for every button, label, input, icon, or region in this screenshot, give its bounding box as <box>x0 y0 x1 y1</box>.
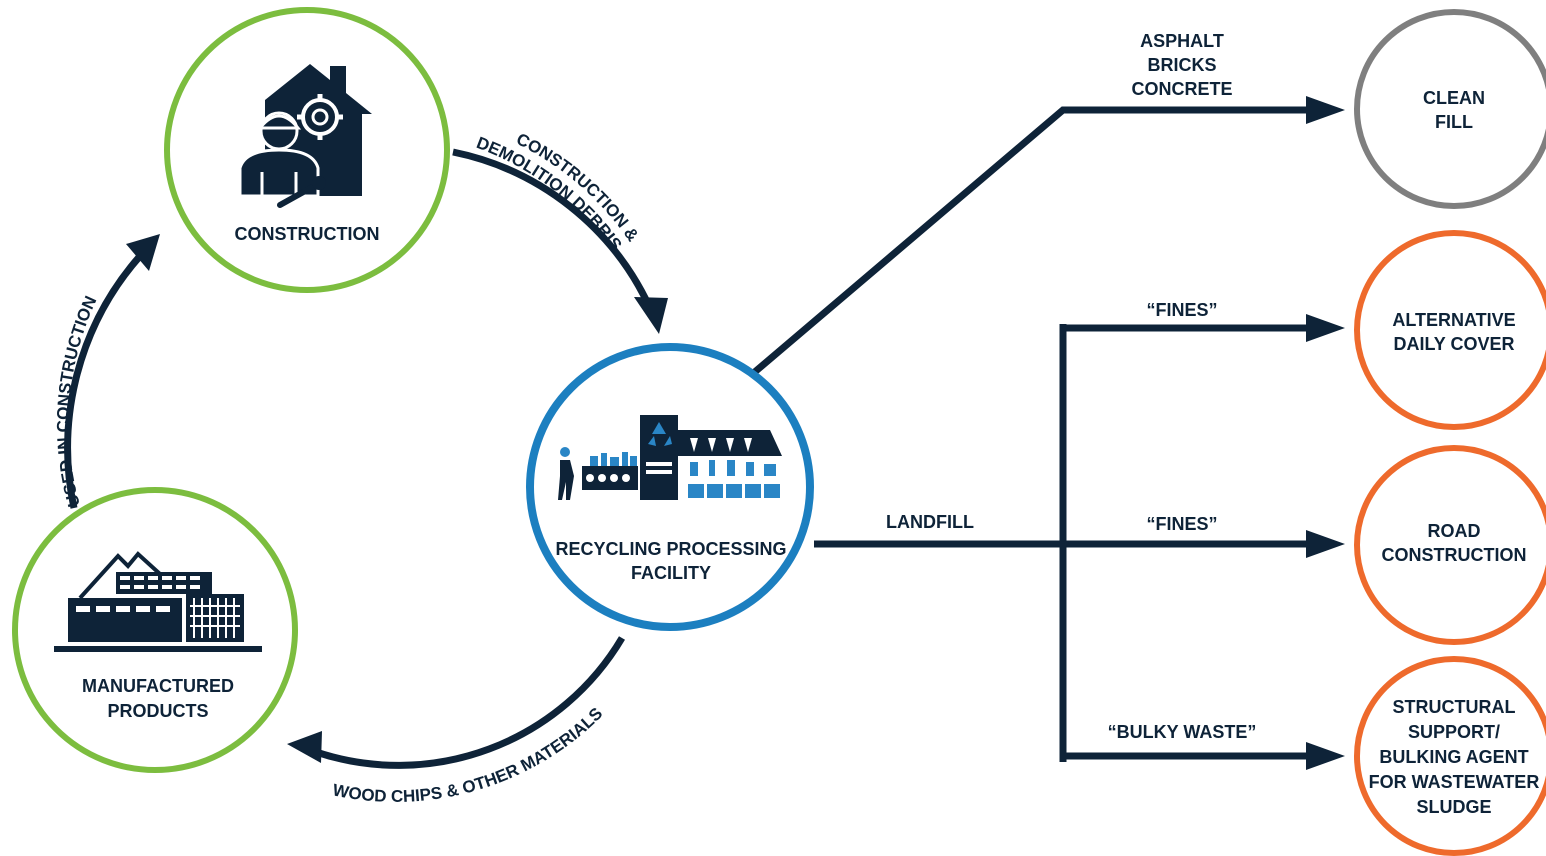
adc-label-line2: DAILY COVER <box>1393 334 1514 354</box>
label-bulky-waste: “BULKY WASTE” <box>1108 722 1257 742</box>
node-clean-fill: CLEAN FILL <box>1354 9 1546 209</box>
road-ring <box>1354 445 1546 645</box>
label-asphalt: ASPHALT <box>1140 31 1224 51</box>
clean-fill-ring <box>1354 9 1546 209</box>
arrowhead-adc <box>1306 314 1345 342</box>
label-bricks: BRICKS <box>1147 55 1216 75</box>
road-label-line2: CONSTRUCTION <box>1382 545 1527 565</box>
structural-label-line3: BULKING AGENT <box>1379 747 1528 767</box>
structural-label-line2: SUPPORT/ <box>1408 722 1500 742</box>
recycling-label-line1: RECYCLING PROCESSING <box>555 539 786 559</box>
structural-label-line4: FOR WASTEWATER <box>1369 772 1540 792</box>
arrowhead-wood <box>287 731 322 763</box>
arrow-to-clean-fill <box>747 106 1315 379</box>
manufactured-label-line2: PRODUCTS <box>107 701 208 721</box>
arrow-construction-to-recycling <box>452 148 654 310</box>
structural-ring <box>1354 656 1546 856</box>
label-fines-2: “FINES” <box>1146 514 1217 534</box>
node-road: ROAD CONSTRUCTION <box>1354 445 1546 645</box>
arrowhead-road <box>1306 530 1345 558</box>
node-construction: CONSTRUCTION <box>164 7 450 293</box>
node-structural: STRUCTURAL SUPPORT/ BULKING AGENT FOR WA… <box>1354 656 1546 856</box>
recycling-line-icon <box>558 415 782 500</box>
arrow-manufactured-to-construction <box>64 253 143 509</box>
adc-label-line1: ALTERNATIVE <box>1392 310 1515 330</box>
arrowhead-clean-fill <box>1306 96 1345 124</box>
construction-label: CONSTRUCTION <box>235 224 380 244</box>
arrow-recycling-to-manufactured <box>314 636 626 769</box>
arrowhead-cd <box>634 297 668 334</box>
clean-fill-label-line1: CLEAN <box>1423 88 1485 108</box>
label-cd-debris-line1: CONSTRUCTION & <box>513 129 642 245</box>
road-label-line1: ROAD <box>1428 521 1481 541</box>
node-adc: ALTERNATIVE DAILY COVER <box>1354 230 1546 430</box>
label-fines-1: “FINES” <box>1146 300 1217 320</box>
clean-fill-label-line2: FILL <box>1435 112 1473 132</box>
arrowhead-structural <box>1306 742 1345 770</box>
adc-ring <box>1354 230 1546 430</box>
factory-icon <box>54 551 262 652</box>
label-landfill: LANDFILL <box>886 512 974 532</box>
structural-label-line5: SLUDGE <box>1416 797 1491 817</box>
cycle-arrows <box>64 148 668 769</box>
structural-label-line1: STRUCTURAL <box>1393 697 1516 717</box>
construction-worker-house-icon <box>238 64 372 208</box>
label-concrete: CONCRETE <box>1131 79 1232 99</box>
arrowhead-used <box>126 234 160 271</box>
node-recycling: RECYCLING PROCESSING FACILITY <box>526 343 814 631</box>
recycling-label-line2: FACILITY <box>631 563 711 583</box>
node-manufactured: MANUFACTURED PRODUCTS <box>12 487 298 773</box>
manufactured-label-line1: MANUFACTURED <box>82 676 234 696</box>
outgoing-arrows <box>747 96 1345 770</box>
